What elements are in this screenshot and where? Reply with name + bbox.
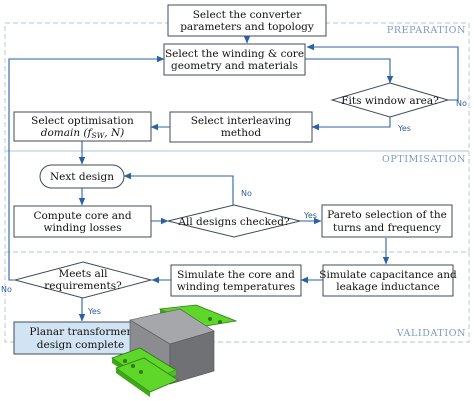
svg-text:requirements?: requirements? <box>44 280 122 292</box>
node-next-design: Next design <box>39 164 125 189</box>
svg-text:Select optimisation: Select optimisation <box>31 115 134 127</box>
svg-text:Compute core and: Compute core and <box>33 210 131 222</box>
node-converter: Select the converter parameters and topo… <box>167 4 327 37</box>
svg-text:Select the converter: Select the converter <box>193 9 303 21</box>
node-winding-core: Select the winding & core geometry and m… <box>163 43 306 76</box>
edge-label-checked-yes: Yes <box>303 211 317 220</box>
node-opt-domain: Select optimisation domain (fSW, N) <box>13 111 152 142</box>
svg-text:parameters and topology: parameters and topology <box>180 21 314 33</box>
node-fits-window: Fits window area? <box>330 82 450 118</box>
svg-text:domain (fSW, N): domain (fSW, N) <box>41 127 125 140</box>
svg-text:method: method <box>221 127 261 139</box>
node-simulate-capacitance: Simulate capacitance and leakage inducta… <box>319 264 457 297</box>
node-pareto: Pareto selection of the turns and freque… <box>321 204 453 238</box>
phase-label-preparation: PREPARATION <box>387 25 466 36</box>
svg-text:Simulate capacitance and: Simulate capacitance and <box>319 269 457 281</box>
svg-text:Pareto selection of the: Pareto selection of the <box>327 209 447 221</box>
node-interleaving: Select interleaving method <box>169 111 313 143</box>
svg-text:Fits window area?: Fits window area? <box>341 95 439 107</box>
node-compute-losses: Compute core and winding losses <box>13 205 152 238</box>
svg-text:All designs checked?: All designs checked? <box>177 216 290 228</box>
planar-transformer-image <box>111 304 238 397</box>
svg-text:design complete: design complete <box>37 339 124 351</box>
svg-text:leakage inductance: leakage inductance <box>336 281 440 293</box>
svg-text:Next design: Next design <box>50 171 114 183</box>
node-simulate-temperature: Simulate the core and winding temperatur… <box>170 264 302 297</box>
edge-label-fits-no: No <box>456 99 467 108</box>
svg-text:geometry and materials: geometry and materials <box>171 60 298 72</box>
node-meets-requirements: Meets all requirements? <box>13 261 153 299</box>
svg-text:winding temperatures: winding temperatures <box>177 281 295 293</box>
phase-label-optimisation: OPTIMISATION <box>382 154 466 165</box>
svg-text:Meets all: Meets all <box>58 268 108 280</box>
node-all-checked: All designs checked? <box>167 204 301 238</box>
svg-text:Select interleaving: Select interleaving <box>191 115 292 127</box>
svg-text:Simulate the core and: Simulate the core and <box>177 269 295 281</box>
svg-text:Planar transformer: Planar transformer <box>29 326 132 338</box>
svg-text:winding losses: winding losses <box>43 222 121 234</box>
edge-label-checked-no: No <box>241 189 252 198</box>
edge-label-meets-no: No <box>1 285 12 294</box>
edges <box>8 36 459 322</box>
svg-text:turns and frequency: turns and frequency <box>333 222 441 234</box>
svg-text:Select the winding & core: Select the winding & core <box>165 48 304 60</box>
node-final: Planar transformer design complete <box>13 321 148 355</box>
phase-label-validation: VALIDATION <box>396 328 466 339</box>
edge-label-fits-yes: Yes <box>397 124 411 133</box>
edge-label-meets-yes: Yes <box>87 307 101 316</box>
phase-region-validation <box>4 251 470 343</box>
